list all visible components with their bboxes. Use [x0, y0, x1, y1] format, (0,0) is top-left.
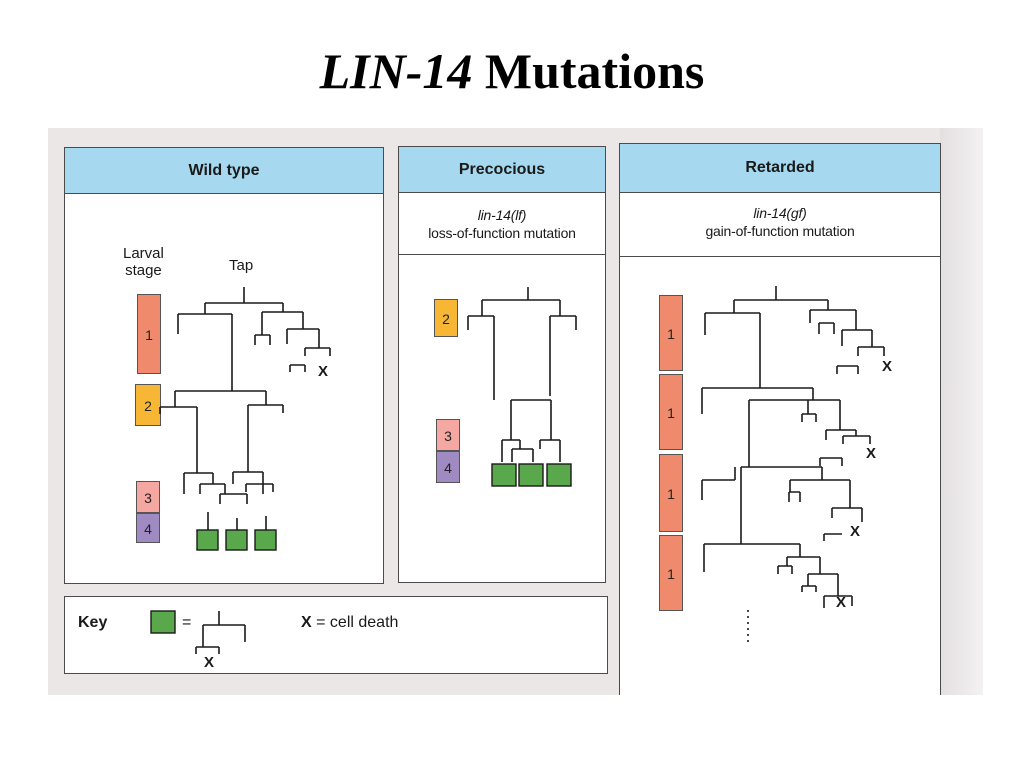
rt-top-right — [809, 309, 857, 330]
retarded-stage-box-1b: 1 — [659, 374, 683, 450]
panel-precocious-header: Precocious — [399, 147, 605, 193]
rt-cell-death-marker-2: X — [866, 445, 876, 462]
wt-stage2-right — [247, 404, 284, 472]
stage-box-2: 2 — [135, 384, 161, 426]
wild-type-lineage-tree — [159, 287, 331, 530]
pc-stage2-split — [493, 330, 552, 440]
precocious-lineage-tree — [467, 287, 577, 462]
key-terminal-cell-icon — [150, 610, 176, 634]
key-death-text: = cell death — [316, 614, 399, 631]
key-death-definition: X = cell death — [301, 614, 398, 632]
rt-round4-sub — [801, 573, 853, 608]
wt-terminal-cell-2 — [225, 529, 248, 551]
title-rest: Mutations — [484, 43, 705, 99]
precocious-subtitle: lin-14(lf) loss-of-function mutation — [399, 206, 605, 242]
panel-wild-type-header: Wild type — [65, 148, 383, 194]
retarded-stage-box-1d: 1 — [659, 535, 683, 611]
wt-terminal-cell-1 — [196, 529, 219, 551]
key-label: Key — [78, 614, 108, 631]
rt-round2 — [701, 387, 841, 467]
precocious-divider — [399, 254, 605, 255]
panel-retarded-header: Retarded — [620, 144, 940, 193]
rt-cell-death-marker-3: X — [850, 523, 860, 540]
wt-stage4-links — [207, 512, 267, 530]
rt-cell-death-marker-1: X — [882, 358, 892, 375]
wt-stage3-right — [219, 471, 274, 504]
rt-cell-death-marker-4: X — [836, 594, 846, 611]
wt-stage2-split — [174, 390, 267, 407]
stage-box-1: 1 — [137, 294, 161, 374]
rt-round3-sub — [788, 479, 863, 541]
pc-terminal-cell-3 — [546, 463, 572, 487]
wt-right-branch — [261, 311, 304, 335]
rt-round4 — [703, 543, 821, 574]
precocious-stage-box-3: 3 — [436, 419, 460, 451]
pc-children — [467, 315, 577, 330]
retarded-mutation-desc: gain-of-function mutation — [705, 223, 855, 239]
pc-terminal-cell-1 — [491, 463, 517, 487]
retarded-divider — [620, 256, 940, 257]
panel-wild-type: Wild type Larval stage Tap 1 2 3 4 — [64, 147, 384, 584]
pc-terminal-cell-2 — [518, 463, 544, 487]
key-cell-death-marker: X — [204, 654, 214, 671]
wt-terminal-cell-3 — [254, 529, 277, 551]
wt-left-branch — [177, 313, 233, 391]
rt-root — [733, 286, 829, 313]
slide-title: LIN-14 Mutations — [0, 42, 1024, 100]
wt-root — [204, 287, 284, 314]
retarded-stage-box-1a: 1 — [659, 295, 683, 371]
retarded-subtitle: lin-14(gf) gain-of-function mutation — [620, 204, 940, 240]
title-gene: LIN-14 — [319, 43, 473, 99]
wt-stage3-left — [183, 472, 226, 494]
panel-key: Key = X = cell death — [64, 596, 608, 674]
rt-top-left — [704, 312, 761, 388]
key-lineage-icon — [195, 611, 246, 654]
precocious-mutation-desc: loss-of-function mutation — [428, 225, 576, 241]
wt-cell-death-marker: X — [318, 363, 328, 380]
panel-retarded: Retarded lin-14(gf) gain-of-function mut… — [619, 143, 941, 695]
wt-stage2-left — [159, 406, 198, 473]
pc-root — [481, 287, 561, 316]
rt-round3 — [701, 466, 823, 544]
retarded-lineage-tree — [701, 286, 885, 644]
panel-precocious: Precocious lin-14(lf) loss-of-function m… — [398, 146, 606, 583]
rt-round2-sub — [801, 400, 871, 466]
retarded-mutation-name: lin-14(gf) — [753, 205, 807, 221]
precocious-stage-box-4: 4 — [436, 451, 460, 483]
key-equals: = — [182, 614, 192, 631]
wt-right-subtree — [254, 328, 331, 372]
key-death-symbol: X — [301, 614, 312, 631]
precocious-stage-box-2: 2 — [434, 299, 458, 337]
lineage-label: Tap — [229, 257, 254, 274]
precocious-mutation-name: lin-14(lf) — [477, 207, 527, 223]
stage-box-3: 3 — [136, 481, 160, 513]
pc-stage3 — [501, 439, 561, 462]
stage-box-4: 4 — [136, 513, 160, 543]
scan-page-edge — [940, 128, 983, 695]
larval-stage-label: Larval stage — [123, 245, 164, 279]
rt-top-right-sub — [818, 322, 885, 374]
retarded-stage-box-1c: 1 — [659, 454, 683, 532]
